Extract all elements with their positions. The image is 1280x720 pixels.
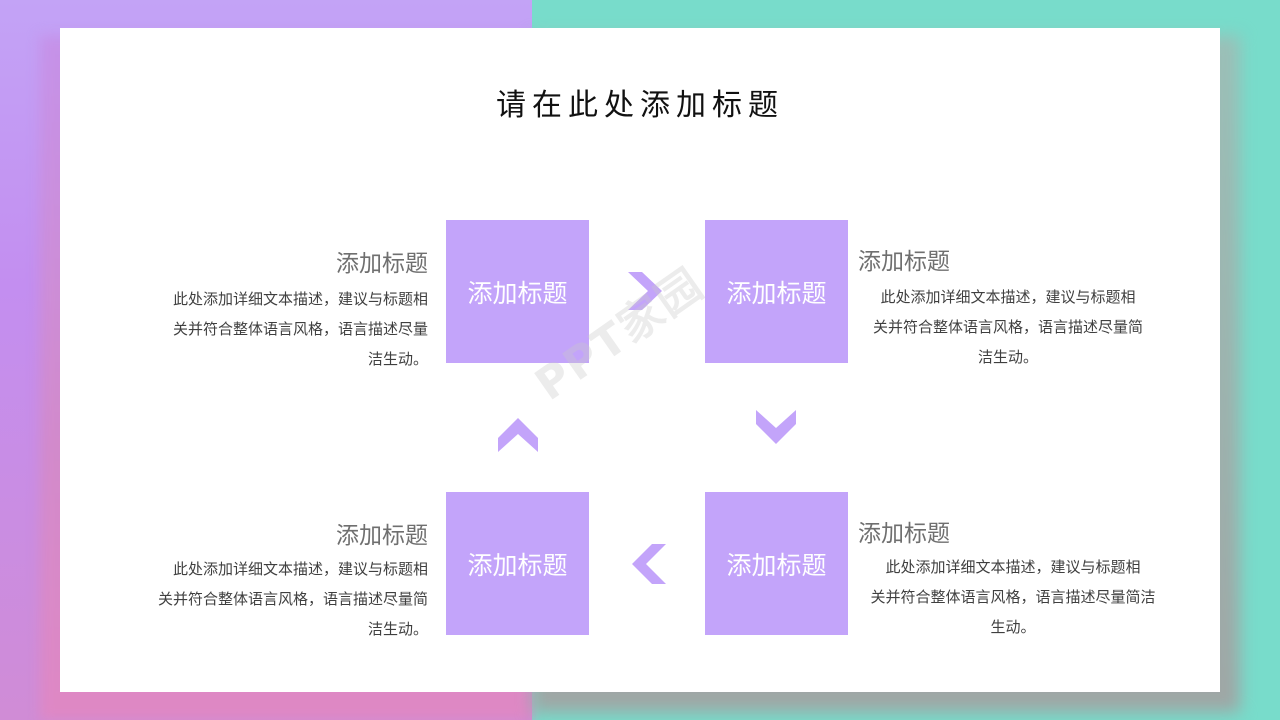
step-box-1: 添加标题 (446, 220, 589, 363)
text-block-bottom-left: 添加标题 此处添加详细文本描述，建议与标题相 关并符合整体语言风格，语言描述尽量… (130, 516, 428, 644)
block-description: 此处添加详细文本描述，建议与标题相 关并符合整体语言风格，语言描述尽量简洁 生动… (870, 558, 1156, 636)
chevron-left-icon (632, 544, 666, 584)
step-box-2: 添加标题 (705, 220, 848, 363)
step-box-3: 添加标题 (705, 492, 848, 635)
text-block-top-left: 添加标题 此处添加详细文本描述，建议与标题相 关并符合整体语言风格，语言描述尽量… (130, 244, 428, 374)
slide-card (60, 28, 1220, 692)
text-block-bottom-right: 添加标题 此处添加详细文本描述，建议与标题相 关并符合整体语言风格，语言描述尽量… (858, 514, 1168, 642)
block-description: 此处添加详细文本描述，建议与标题相 关并符合整体语言风格，语言描述尽量简 洁生动… (157, 560, 428, 638)
slide-title: 请在此处添加标题 (496, 88, 784, 123)
chevron-right-icon (628, 272, 662, 310)
block-description: 此处添加详细文本描述，建议与标题相 关并符合整体语言风格，语言描述尽量简 洁生动… (872, 288, 1143, 366)
block-heading: 添加标题 (858, 521, 950, 547)
block-description: 此处添加详细文本描述，建议与标题相 关并符合整体语言风格，语言描述尽量 洁生动。 (172, 290, 428, 368)
chevron-down-icon (756, 410, 796, 444)
step-box-4: 添加标题 (446, 492, 589, 635)
block-heading: 添加标题 (336, 523, 428, 549)
text-block-top-right: 添加标题 此处添加详细文本描述，建议与标题相 关并符合整体语言风格，语言描述尽量… (858, 242, 1158, 372)
block-heading: 添加标题 (858, 249, 950, 275)
block-heading: 添加标题 (336, 251, 428, 277)
chevron-up-icon (498, 418, 538, 452)
